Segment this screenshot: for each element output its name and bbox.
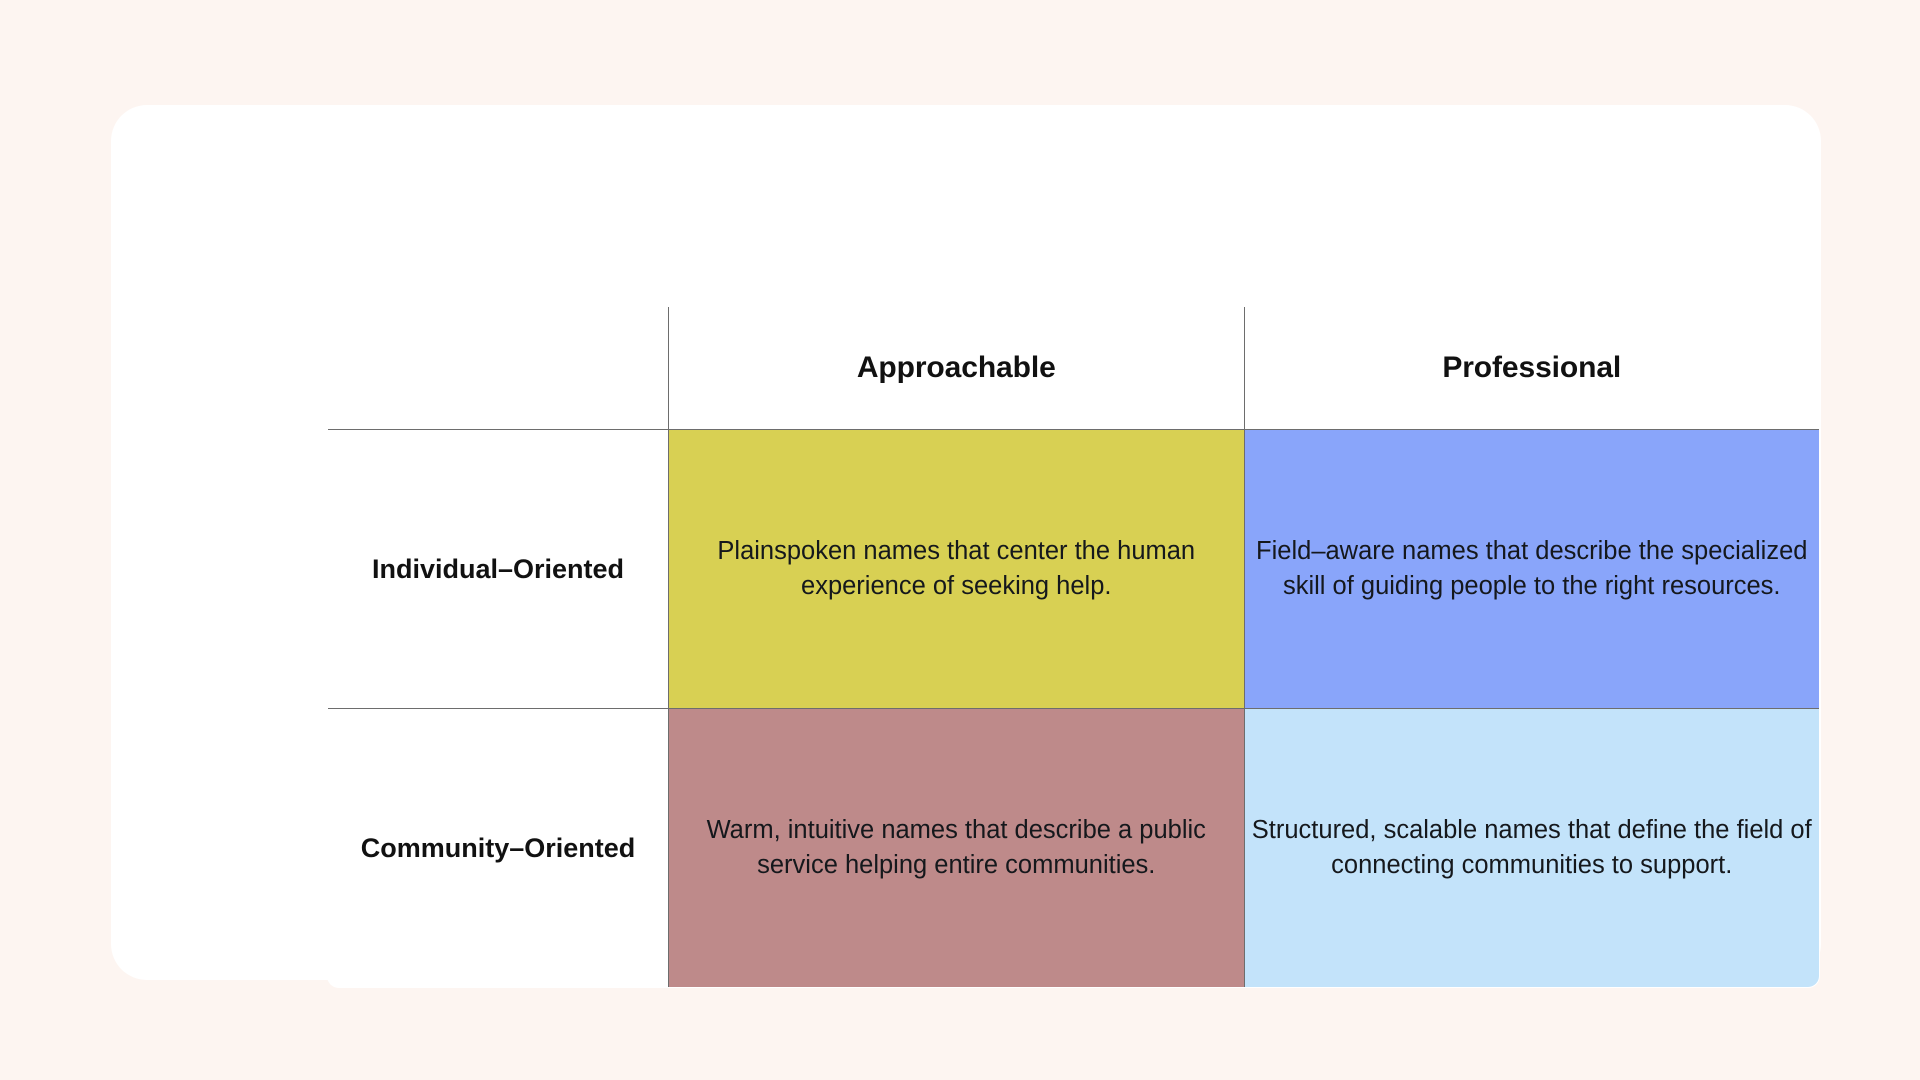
matrix-corner-cell — [328, 307, 669, 430]
matrix-cell-community-approachable: Warm, intuitive names that describe a pu… — [668, 708, 1245, 987]
content-card: Approachable Professional Individual–Ori… — [111, 105, 1821, 988]
matrix-cell-community-professional: Structured, scalable names that define t… — [1243, 708, 1819, 987]
positioning-matrix-table: Approachable Professional Individual–Ori… — [327, 306, 1820, 988]
column-header-approachable: Approachable — [668, 307, 1245, 430]
table-header-row: Approachable Professional — [328, 307, 1819, 430]
table-row: Community–Oriented Warm, intuitive names… — [328, 708, 1819, 987]
row-label-community-oriented: Community–Oriented — [328, 708, 669, 987]
column-header-professional: Professional — [1243, 307, 1819, 430]
matrix-cell-individual-approachable: Plainspoken names that center the human … — [668, 429, 1245, 709]
matrix-cell-individual-professional: Field–aware names that describe the spec… — [1243, 429, 1819, 709]
row-label-individual-oriented: Individual–Oriented — [328, 429, 669, 709]
table-row: Individual–Oriented Plainspoken names th… — [328, 429, 1819, 709]
